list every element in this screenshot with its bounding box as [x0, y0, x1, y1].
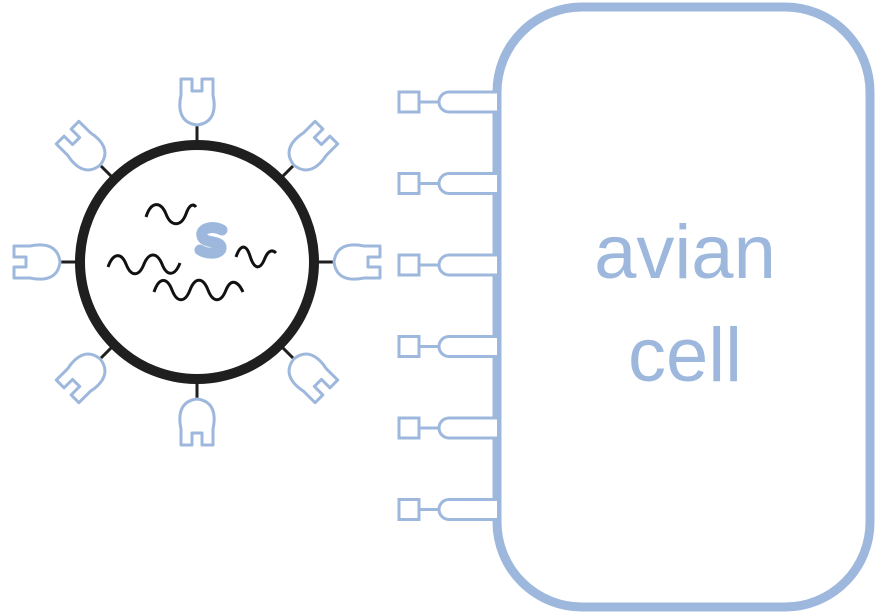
hemagglutinin-spike-icon	[54, 346, 113, 405]
virus-particle-icon	[12, 77, 382, 447]
genome-segment	[106, 253, 182, 276]
genome-segment	[144, 203, 198, 226]
sialic-acid-receptor-icon	[397, 253, 497, 277]
viral-genome-group	[106, 203, 278, 302]
surface-protein-group	[12, 77, 382, 447]
sialic-acid-receptor-icon	[397, 90, 497, 114]
genome-segment	[234, 245, 278, 269]
hemagglutinin-spike-icon	[178, 77, 216, 141]
hemagglutinin-spike-icon	[178, 383, 216, 447]
hemagglutinin-spike-icon	[54, 119, 113, 178]
cell-receptor-group	[397, 90, 497, 521]
hemagglutinin-spike-icon	[318, 243, 382, 281]
virus-envelope	[75, 140, 319, 384]
sialic-acid-receptor-icon	[397, 498, 497, 521]
sialic-acid-receptor-icon	[397, 416, 497, 440]
sialic-acid-receptor-icon	[397, 335, 497, 358]
hemagglutinin-spike-icon	[281, 346, 340, 405]
hemagglutinin-spike-icon	[12, 243, 76, 281]
avian-cell-body	[492, 2, 875, 612]
hemagglutinin-spike-icon	[281, 119, 340, 178]
genome-segment	[152, 278, 245, 302]
sialic-acid-receptor-icon	[397, 172, 497, 195]
genome-segment-highlighted	[194, 222, 228, 259]
